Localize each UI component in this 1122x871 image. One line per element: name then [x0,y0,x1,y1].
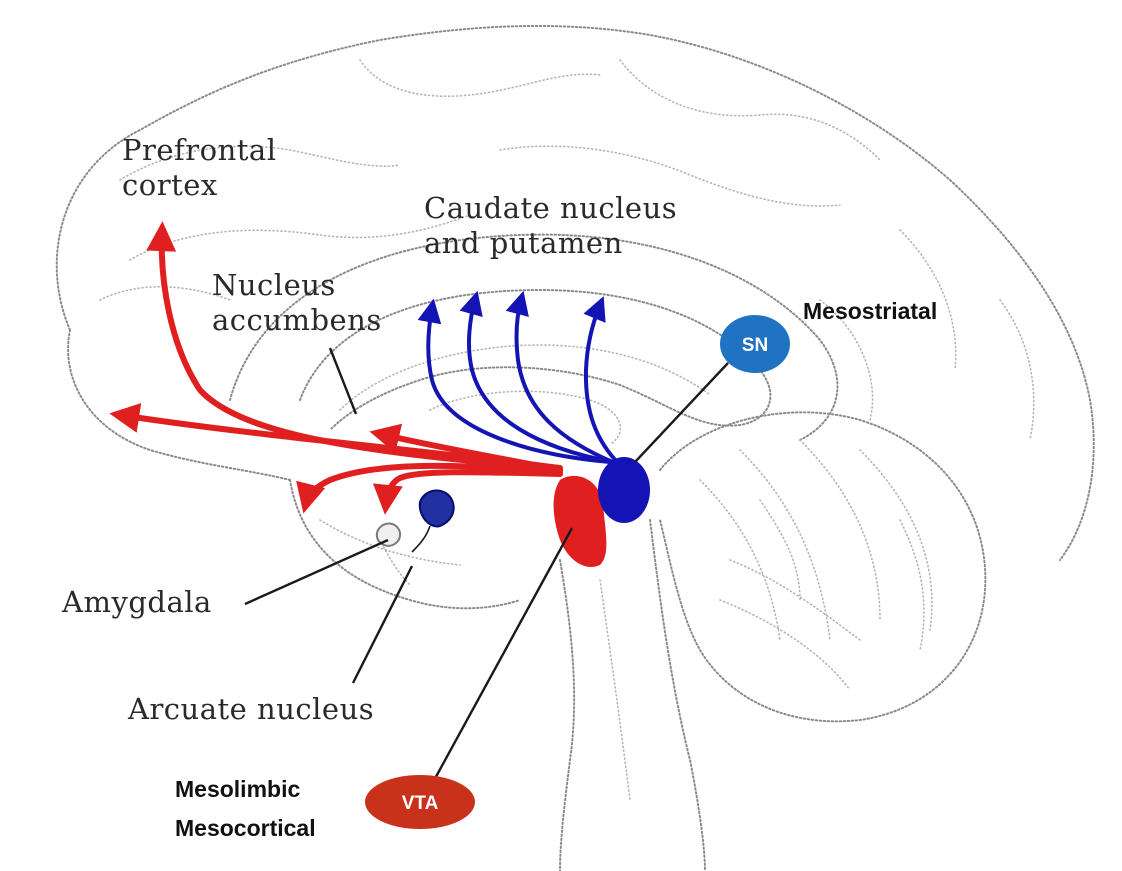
arcuate-nucleus-shape [420,490,454,526]
blue-arrow-2 [469,300,612,462]
leader-accumbens [330,348,356,414]
arcuate-stalk [412,526,430,552]
substantia-nigra-nucleus [598,457,650,523]
brainstem [560,560,574,871]
cerebellum [660,412,985,721]
label-prefrontal-line1: Prefrontal [122,133,277,167]
mesostriatal-pathway [377,300,650,552]
red-arrow-amygdala [386,472,560,504]
sn-badge-text: SN [742,335,768,356]
label-arcuate: Arcuate nucleus [127,692,374,726]
vta-badge-text: VTA [402,793,439,814]
label-mesocortical: Mesocortical [175,815,316,841]
leader-arcuate [353,566,412,683]
temporal-lobe [290,480,520,608]
label-caudate-line1: Caudate nucleus [424,191,677,225]
label-prefrontal-line2: cortex [122,168,218,202]
blue-arrow-1 [428,308,610,462]
label-amygdala: Amygdala [61,585,212,619]
label-accumbens-line1: Nucleus [212,268,336,302]
label-accumbens-line2: accumbens [212,303,382,337]
leader-amygdala [245,540,388,604]
sn-badge: SN [720,315,790,373]
leader-vta [432,528,572,784]
leader-sn [635,363,728,462]
vta-badge: VTA [365,775,475,829]
pathway-labels: Mesostriatal Mesolimbic Mesocortical [175,298,937,841]
label-mesolimbic: Mesolimbic [175,776,300,802]
label-caudate-line2: and putamen [424,226,623,260]
label-mesostriatal: Mesostriatal [803,298,937,324]
anatomy-labels: Prefrontal cortex Caudate nucleus and pu… [61,133,677,726]
